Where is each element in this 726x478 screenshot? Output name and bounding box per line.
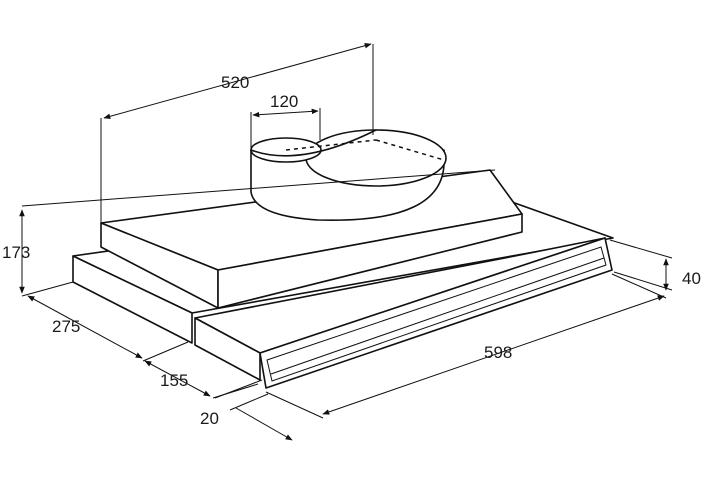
dimension-labels: 520 120 173 40 275 155 20 598 [2, 73, 701, 428]
upper-box-front-face [217, 213, 523, 309]
label-front-offset: 20 [200, 409, 219, 428]
dim-line-520 [103, 42, 372, 120]
ext-20-a [214, 379, 263, 399]
ext-40-bottom [613, 271, 673, 291]
label-depth-body: 275 [52, 317, 80, 336]
duct-collar [250, 129, 447, 222]
ext-275-front [142, 341, 189, 362]
dim-line-155 [144, 360, 211, 397]
ext-173-top [21, 169, 496, 207]
front-panel-inset [266, 246, 607, 382]
collar-large-top [305, 129, 447, 187]
dimension-lines [19, 42, 673, 441]
dim-line-20 [235, 407, 293, 441]
ext-20-b [229, 393, 269, 411]
dim-line-598 [322, 295, 665, 415]
label-front-height: 40 [682, 269, 701, 288]
collar-center-line-b [375, 139, 445, 161]
label-height: 173 [2, 243, 30, 262]
label-depth-drawer: 155 [160, 371, 188, 390]
ext-598-left [265, 391, 324, 419]
drawer-left-face [194, 317, 261, 381]
label-width-top: 520 [221, 73, 249, 92]
dim-line-275 [27, 295, 143, 359]
collar-center-line-a [285, 139, 377, 151]
ext-173-bottom [21, 281, 74, 297]
ext-598-right [611, 273, 667, 299]
label-duct-diameter: 120 [270, 92, 298, 111]
dim-line-120 [252, 108, 319, 118]
label-width-total: 598 [484, 343, 512, 362]
ext-40-top [609, 239, 673, 259]
collar-tangent [250, 129, 377, 157]
